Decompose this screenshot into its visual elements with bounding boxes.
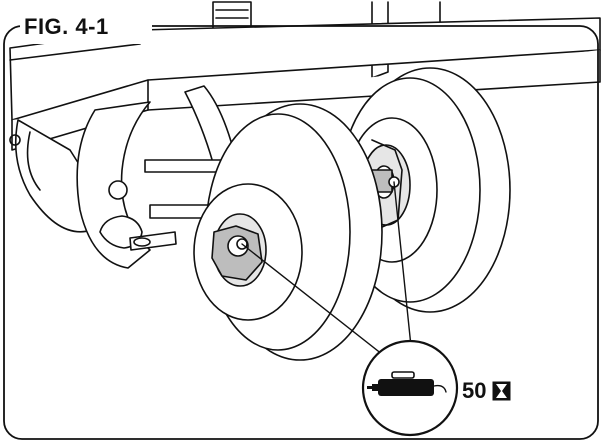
callout-leaders <box>241 181 413 363</box>
grease-interval-value: 50 <box>462 378 487 403</box>
grease-interval: 50 <box>462 376 511 406</box>
figure-border <box>3 25 599 440</box>
grease-gun-icon <box>367 371 447 396</box>
hourglass-icon <box>492 381 511 401</box>
figure-label: FIG. 4-1 <box>20 10 152 44</box>
front-disc <box>193 103 383 361</box>
